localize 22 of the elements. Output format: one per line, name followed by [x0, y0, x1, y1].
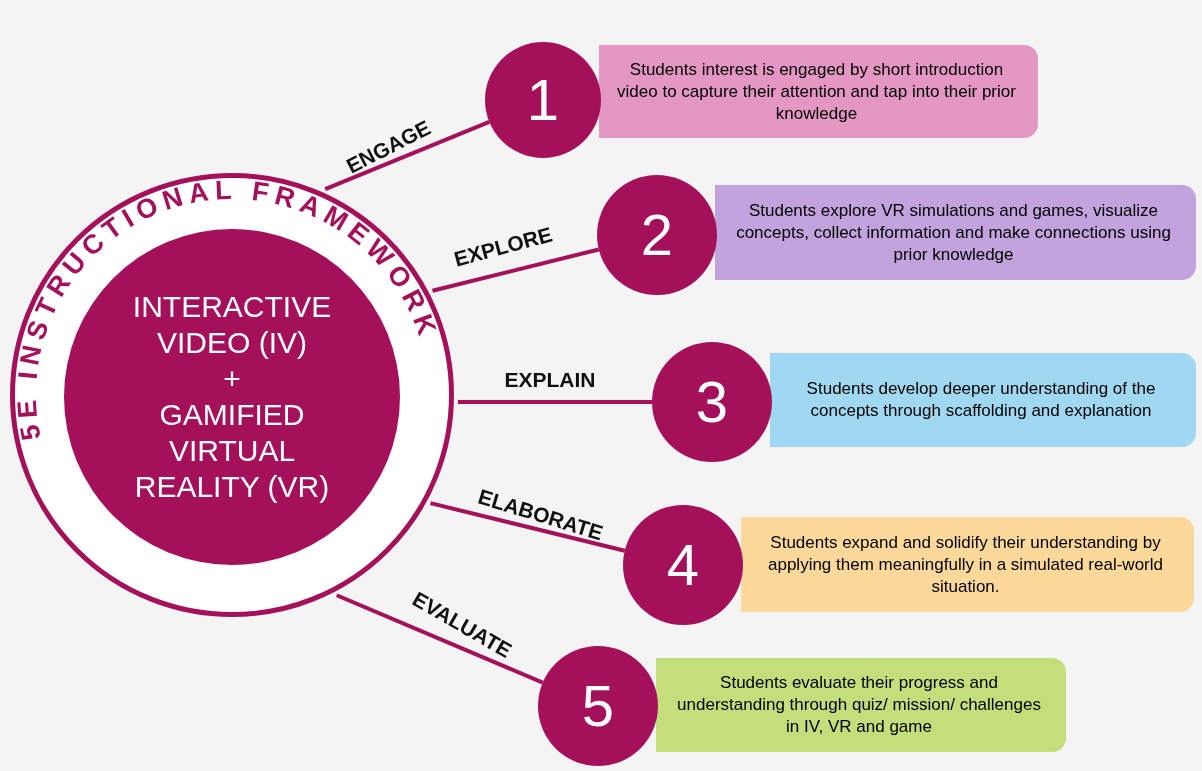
description-box: [715, 185, 1196, 280]
connector-line: [432, 247, 600, 293]
description-text: Students develop deeper understanding of the concepts through scaffolding and explanation: [805, 378, 1157, 422]
description-text: Students expand and solidify their understanding by applying them meaningfully in a simulated real-world situation.: [767, 531, 1164, 598]
description-box: [741, 517, 1194, 612]
description-text: Students evaluate their progress and understanding through quiz/ mission/ challenges in IV, VR and game: [676, 672, 1042, 738]
description-box: [599, 45, 1038, 138]
description-box: [770, 353, 1196, 447]
connector-line: [324, 120, 491, 191]
step-number: 4: [666, 535, 700, 595]
step-number: 2: [640, 205, 674, 265]
connector-line: [335, 593, 544, 685]
description-text: Students explore VR simulations and games, visualize concepts, collect information and make connections using prior knowledge: [735, 199, 1172, 266]
description-box: [656, 658, 1066, 752]
description-text: Students interest is engaged by short introduction video to capture their attention and tap into their prior knowledge: [616, 58, 1017, 125]
connector-line: [429, 501, 626, 553]
edge-label: EXPLAIN: [504, 368, 596, 392]
step-number: 5: [581, 676, 615, 736]
connector-line: [457, 399, 652, 404]
step-number: 3: [695, 372, 729, 432]
step-number: 1: [526, 70, 560, 130]
center-title: GAMIFIED VIRTUAL REALITY (VR): [133, 397, 331, 505]
